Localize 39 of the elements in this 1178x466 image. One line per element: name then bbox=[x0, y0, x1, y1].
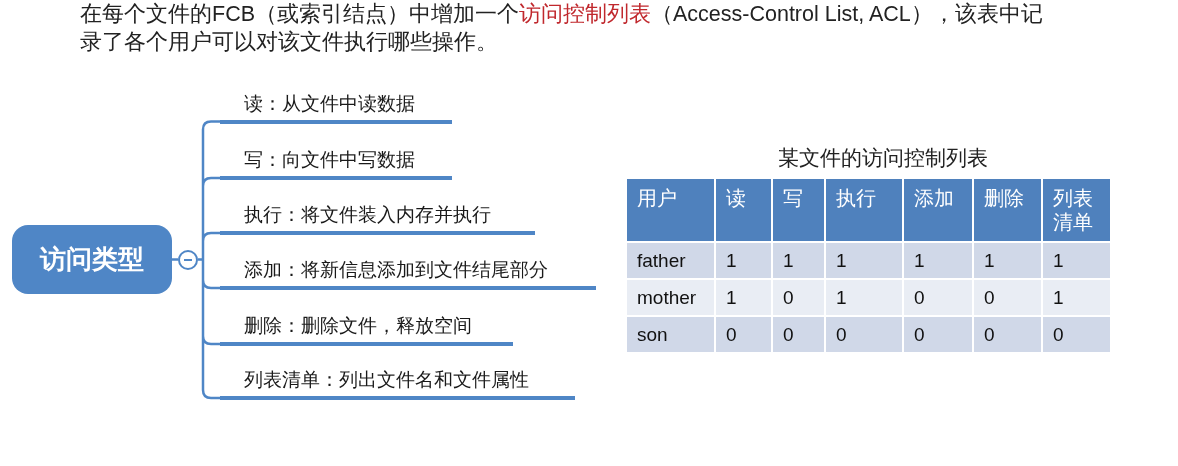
table-cell: 0 bbox=[773, 317, 824, 352]
branch-topic: 删除：删除文件，释放空间 bbox=[220, 308, 513, 346]
branch-topic: 读：从文件中读数据 bbox=[220, 85, 452, 124]
table-cell: son bbox=[627, 317, 714, 352]
header-cell: 写 bbox=[773, 179, 824, 241]
collapse-icon bbox=[178, 249, 198, 270]
table-cell: 1 bbox=[773, 243, 824, 278]
header-cell: 读 bbox=[716, 179, 771, 241]
branch-topic: 列表清单：列出文件名和文件属性 bbox=[220, 362, 575, 400]
table-cell: 0 bbox=[826, 317, 902, 352]
table-cell: mother bbox=[627, 280, 714, 315]
table-title: 某文件的访问控制列表 bbox=[777, 145, 989, 171]
table-cell: father bbox=[627, 243, 714, 278]
table-cell: 1 bbox=[716, 280, 771, 315]
connector-line bbox=[172, 258, 178, 261]
table-cell: 1 bbox=[904, 243, 972, 278]
header-cell: 删除 bbox=[974, 179, 1041, 241]
header-cell: 执行 bbox=[826, 179, 902, 241]
topic-box: 访问类型 bbox=[12, 225, 172, 294]
table-cell: 0 bbox=[773, 280, 824, 315]
branch-topic: 添加：将新信息添加到文件结尾部分 bbox=[220, 252, 596, 290]
branch-topic: 执行：将文件装入内存并执行 bbox=[220, 197, 535, 235]
header-cell: 添加 bbox=[904, 179, 972, 241]
header-cell: 用户 bbox=[627, 179, 714, 241]
header-cell: 列表清单 bbox=[1043, 179, 1110, 241]
table-cell: 0 bbox=[904, 317, 972, 352]
table-cell: 1 bbox=[826, 280, 902, 315]
table-cell: 0 bbox=[904, 280, 972, 315]
table-cell: 0 bbox=[974, 317, 1041, 352]
table-cell: 0 bbox=[1043, 317, 1110, 352]
intro-paragraph: 在每个文件的FCB（或索引结点）中增加一个访问控制列表（Access-Control List, ACL），该表中记录了各个用户可以对该文件执行哪些操作。 bbox=[80, 1, 1044, 56]
table-cell: 1 bbox=[974, 243, 1041, 278]
table-cell: 0 bbox=[716, 317, 771, 352]
branch-topic: 写：向文件中写数据 bbox=[220, 142, 452, 180]
table-cell: 0 bbox=[974, 280, 1041, 315]
table-cell: 1 bbox=[1043, 280, 1110, 315]
table-cell: 1 bbox=[826, 243, 902, 278]
table-cell: 1 bbox=[1043, 243, 1110, 278]
table-cell: 1 bbox=[716, 243, 771, 278]
